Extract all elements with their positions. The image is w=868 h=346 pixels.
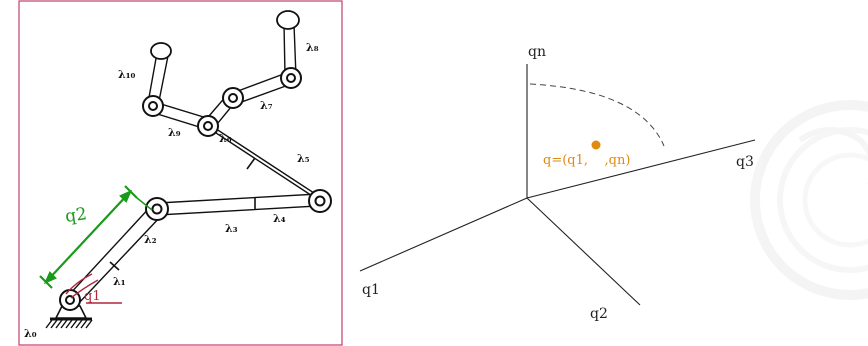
link-label-9: λ₉ — [168, 126, 181, 139]
link-label-1: λ₁ — [113, 275, 126, 288]
axis-q1-line — [359, 197, 528, 272]
link-label-2: λ₂ — [144, 233, 157, 246]
link-label-6: λ₆ — [219, 132, 232, 145]
link-label-4: λ₄ — [273, 212, 286, 225]
robot-arm-figure: q2 q1 λ₀ λ₁ λ₂ λ₃ λ₄ λ₅ λ₆ λ₇ λ₈ λ₉ λ₁₀ — [18, 0, 343, 346]
link-label-7: λ₇ — [260, 99, 273, 112]
axis-q3-line — [526, 139, 756, 199]
link-label-3: λ₃ — [225, 222, 238, 235]
joint-top-right — [280, 67, 302, 89]
q2-label: q2 — [64, 204, 88, 227]
link-label-0: λ₀ — [24, 327, 37, 340]
robot-joints — [59, 67, 332, 311]
axis-label-q3: q3 — [736, 154, 754, 170]
configuration-space-figure: qn q3 q1 q2 q=(q1, ,qn) — [359, 44, 756, 322]
link-label-8: λ₈ — [306, 41, 319, 54]
end-effector-left — [150, 42, 172, 60]
configuration-point — [591, 140, 601, 150]
link-label-10: λ₁₀ — [118, 68, 136, 81]
joint-elbow — [197, 115, 219, 137]
robot-base — [45, 305, 93, 329]
config-axes — [359, 64, 756, 306]
q2-dimension — [39, 185, 153, 289]
axis-label-qn: qn — [528, 44, 546, 60]
axis-label-q2: q2 — [590, 306, 608, 322]
university-seal-watermark — [750, 100, 868, 300]
link-label-5: λ₅ — [297, 152, 310, 165]
joint-shoulder — [145, 197, 169, 221]
joint-left — [142, 95, 164, 117]
joint-right — [308, 189, 332, 213]
end-effector-right — [276, 10, 300, 30]
reachable-boundary-arc — [529, 83, 665, 147]
q1-label: q1 — [84, 289, 101, 304]
q1-angle-marker — [65, 273, 122, 304]
configuration-point-label: q=(q1, ,qn) — [543, 153, 630, 168]
axis-q2-line — [526, 197, 641, 306]
axis-label-q1: q1 — [362, 282, 380, 298]
joint-upper — [222, 87, 244, 109]
